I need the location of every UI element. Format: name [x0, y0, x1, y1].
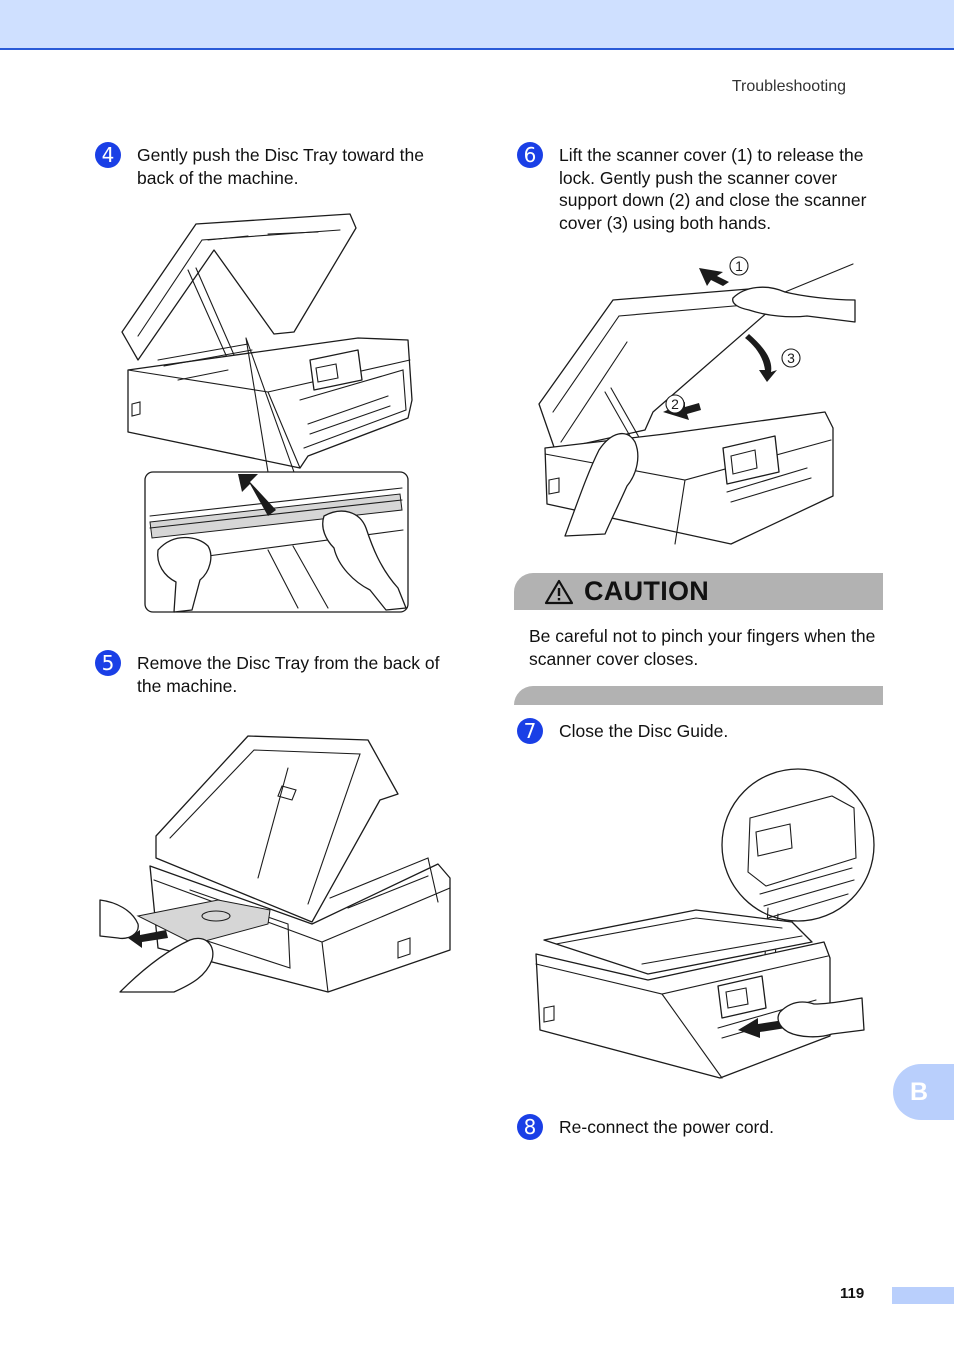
- hand: [777, 997, 865, 1038]
- callout-3: 3: [781, 348, 801, 368]
- step-7: 7 Close the Disc Guide.: [517, 718, 887, 744]
- right-hand: [119, 937, 214, 993]
- page-number: 119: [840, 1285, 865, 1302]
- caution-footer-bar: [514, 686, 883, 705]
- step-4-text: Gently push the Disc Tray toward the bac…: [137, 145, 424, 188]
- disc-tray: [136, 899, 271, 945]
- open-scanner-lid: [121, 213, 357, 361]
- scanner-lid-rear: [155, 735, 399, 923]
- figure-close-scanner-cover: 1 2 3: [538, 256, 856, 545]
- top-header-band: [0, 0, 954, 50]
- control-panel: [722, 435, 780, 485]
- page-number-bar: [892, 1287, 954, 1304]
- figure-close-disc-guide: [535, 768, 875, 1079]
- caution-header: CAUTION: [514, 573, 883, 610]
- caution-title: CAUTION: [584, 576, 710, 606]
- step-5-text: Remove the Disc Tray from the back of th…: [137, 653, 440, 696]
- hand-on-support: [564, 432, 639, 537]
- control-panel-screen: [309, 349, 363, 391]
- printer-body: [535, 941, 831, 1079]
- left-hand: [99, 899, 139, 940]
- step-6-text: Lift the scanner cover (1) to release th…: [559, 145, 867, 233]
- step-8: 8 Re-connect the power cord.: [517, 1114, 887, 1140]
- figure-remove-disc-tray: [99, 735, 451, 993]
- arrow-1: [699, 268, 729, 286]
- step-number-5: 5: [95, 650, 121, 676]
- appendix-tab: B: [893, 1064, 954, 1120]
- arrow-3: [745, 334, 777, 382]
- callout-2: 2: [665, 394, 685, 414]
- figure-push-disc-tray: [121, 213, 413, 613]
- appendix-tab-letter: B: [910, 1077, 929, 1106]
- caution-text: Be careful not to pinch your fingers whe…: [529, 626, 876, 669]
- left-hand: [157, 536, 212, 613]
- scanner-top: [543, 909, 813, 975]
- step-4: 4 Gently push the Disc Tray toward the b…: [95, 142, 465, 189]
- step-7-text: Close the Disc Guide.: [559, 721, 729, 741]
- step-5: 5 Remove the Disc Tray from the back of …: [95, 650, 465, 697]
- svg-text:1: 1: [735, 258, 743, 274]
- inset-detail-circle: [721, 768, 875, 922]
- right-hand: [322, 510, 407, 611]
- step-number-4: 4: [95, 142, 121, 168]
- svg-text:3: 3: [787, 350, 795, 366]
- step-number-7: 7: [517, 718, 543, 744]
- section-title: Troubleshooting: [731, 78, 846, 95]
- svg-text:2: 2: [671, 396, 679, 412]
- hand-on-lid: [732, 286, 856, 323]
- arrow-2: [663, 402, 701, 420]
- step-8-text: Re-connect the power cord.: [559, 1117, 774, 1137]
- step-number-8: 8: [517, 1114, 543, 1140]
- warning-icon: [544, 579, 574, 604]
- callout-1: 1: [729, 256, 749, 276]
- step-6: 6 Lift the scanner cover (1) to release …: [517, 142, 887, 234]
- step-number-6: 6: [517, 142, 543, 168]
